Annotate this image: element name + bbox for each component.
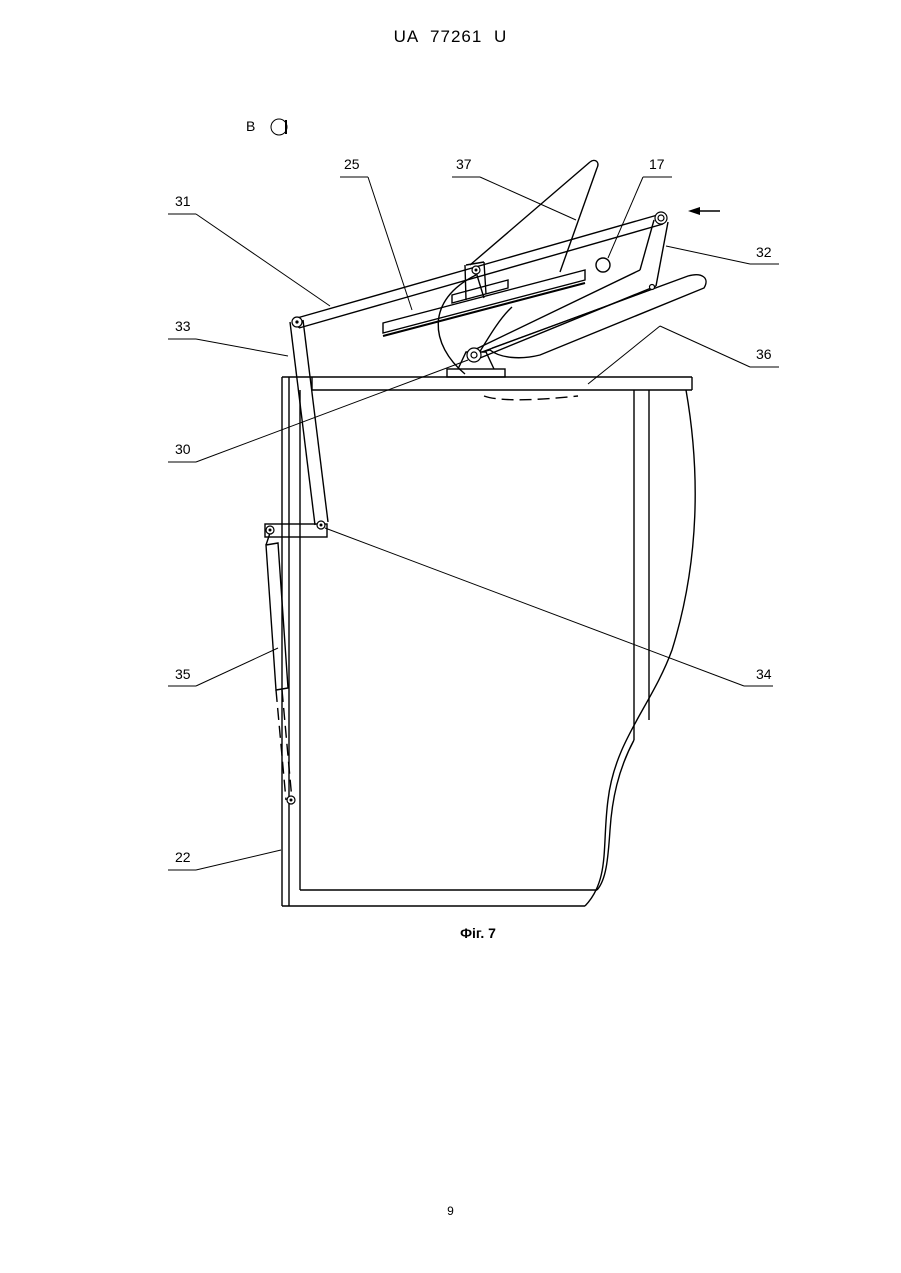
- callout-31: 31: [168, 193, 330, 306]
- svg-text:37: 37: [456, 156, 472, 172]
- svg-text:33: 33: [175, 318, 191, 334]
- svg-text:25: 25: [344, 156, 360, 172]
- handle-knob: [596, 258, 610, 272]
- svg-text:34: 34: [756, 666, 772, 682]
- callout-36: 36: [588, 326, 779, 384]
- callout-17: 17: [608, 156, 672, 258]
- svg-text:22: 22: [175, 849, 191, 865]
- callout-22: 22: [168, 849, 281, 870]
- svg-text:32: 32: [756, 244, 772, 260]
- callout-33: 33: [168, 318, 288, 356]
- page-number: 9: [0, 1204, 901, 1218]
- rotation-view-icon: [271, 119, 287, 135]
- callout-34: 34: [325, 528, 773, 686]
- callout-32: 32: [666, 244, 779, 264]
- callout-37: 37: [452, 156, 576, 220]
- svg-text:35: 35: [175, 666, 191, 682]
- svg-text:31: 31: [175, 193, 191, 209]
- direction-arrow: [688, 207, 720, 215]
- pivot-base: [447, 352, 578, 400]
- callout-25: 25: [340, 156, 412, 310]
- inclined-plate: [383, 262, 585, 374]
- svg-text:17: 17: [649, 156, 665, 172]
- callout-35: 35: [168, 648, 278, 686]
- view-label: В: [246, 118, 255, 134]
- flap: [482, 275, 706, 358]
- svg-text:36: 36: [756, 346, 772, 362]
- gas-spring: [266, 533, 292, 800]
- svg-text:30: 30: [175, 441, 191, 457]
- cabinet-body: [282, 377, 695, 906]
- bracket-arm: [470, 160, 598, 272]
- vertical-lever: [290, 320, 328, 525]
- figure-caption: Фіг. 7: [460, 925, 496, 941]
